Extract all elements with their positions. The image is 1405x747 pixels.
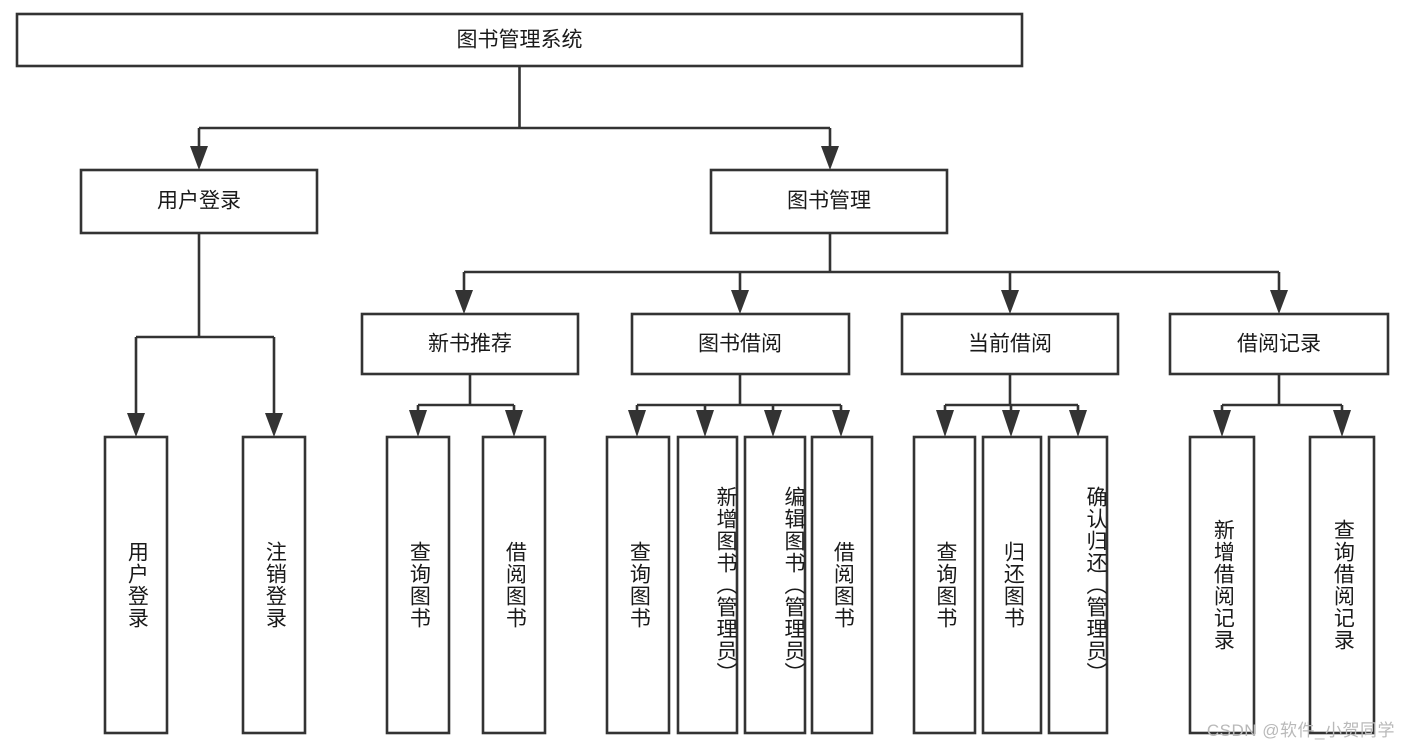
leaf-box-query-book-borrow[interactable]	[605, 435, 671, 735]
edge-group-new-book	[409, 374, 523, 437]
arrow-head-icon	[1270, 290, 1288, 314]
edge-group-book-borrow	[628, 374, 850, 437]
node-root[interactable]: 图书管理系统	[15, 12, 1024, 68]
node-book-borrow-label: 图书借阅	[698, 333, 782, 356]
node-user-login-box[interactable]	[79, 168, 319, 235]
node-new-book-recommend[interactable]: 新书推荐	[360, 312, 580, 376]
node-new-book-recommend-box[interactable]	[360, 312, 580, 376]
node-book-manage-box[interactable]	[709, 168, 949, 235]
node-borrow-record[interactable]: 借阅记录	[1168, 312, 1390, 376]
edge-group-borrow-record	[1213, 374, 1351, 437]
node-root-box[interactable]	[15, 12, 1024, 68]
node-root-label: 图书管理系统	[457, 29, 583, 52]
arrow-head-icon	[265, 413, 283, 437]
arrow-head-icon	[1001, 290, 1019, 314]
arrow-head-icon	[628, 410, 646, 437]
node-book-manage[interactable]: 图书管理	[709, 168, 949, 235]
arrow-head-icon	[731, 290, 749, 314]
arrow-head-icon	[764, 410, 782, 437]
arrow-head-icon	[455, 290, 473, 314]
node-current-borrow[interactable]: 当前借阅	[900, 312, 1120, 376]
leaf-box-add-borrow-record[interactable]	[1188, 435, 1256, 735]
leaf-box-query-book-rec[interactable]	[385, 435, 451, 735]
node-borrow-record-label: 借阅记录	[1237, 333, 1321, 356]
arrow-head-icon	[1333, 410, 1351, 437]
edge-group-user-login	[127, 233, 283, 437]
node-new-book-recommend-label: 新书推荐	[428, 333, 512, 356]
node-current-borrow-label: 当前借阅	[968, 333, 1052, 356]
arrow-head-icon	[832, 410, 850, 437]
node-borrow-record-box[interactable]	[1168, 312, 1390, 376]
arrow-head-icon	[821, 146, 839, 170]
leaf-box-edit-book-admin[interactable]	[743, 435, 807, 735]
arrow-head-icon	[1213, 410, 1231, 437]
node-user-login[interactable]: 用户登录	[79, 168, 319, 235]
node-user-login-label: 用户登录	[157, 190, 241, 213]
leaf-box-return-book[interactable]	[981, 435, 1043, 735]
node-book-manage-label: 图书管理	[787, 190, 871, 213]
node-book-borrow-box[interactable]	[630, 312, 851, 376]
leaf-box-query-book-current[interactable]	[912, 435, 977, 735]
arrow-head-icon	[1069, 410, 1087, 437]
arrow-head-icon	[936, 410, 954, 437]
edge-group-current-borrow	[936, 374, 1087, 437]
leaf-box-logout[interactable]	[241, 435, 307, 735]
arrow-head-icon	[409, 410, 427, 437]
arrow-head-icon	[127, 413, 145, 437]
arrow-head-icon	[696, 410, 714, 437]
node-current-borrow-box[interactable]	[900, 312, 1120, 376]
leaf-box-borrow-book-rec[interactable]	[481, 435, 547, 735]
leaf-box-confirm-return-admin[interactable]	[1047, 435, 1109, 735]
leaf-box-query-borrow-record[interactable]	[1308, 435, 1376, 735]
arrow-head-icon	[1002, 410, 1020, 437]
arrow-head-icon	[505, 410, 523, 437]
csdn-watermark: CSDN @软件_小贺同学	[1206, 721, 1395, 740]
edge-group-root	[190, 66, 839, 170]
leaf-box-add-book-admin[interactable]	[676, 435, 739, 735]
edge-group-book-manage	[455, 233, 1288, 314]
leaf-box-borrow-book[interactable]	[810, 435, 874, 735]
leaf-box-user-login[interactable]	[103, 435, 169, 735]
node-book-borrow[interactable]: 图书借阅	[630, 312, 851, 376]
arrow-head-icon	[190, 146, 208, 170]
